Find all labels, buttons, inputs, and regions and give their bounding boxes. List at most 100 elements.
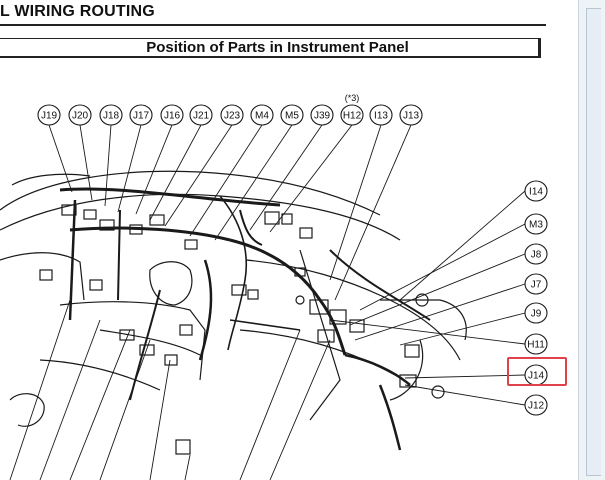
connector-bubble — [524, 180, 548, 202]
connector-bubble — [68, 104, 92, 126]
leader-line — [189, 124, 263, 237]
connector-bubble — [160, 104, 184, 126]
connector-bubble — [524, 302, 548, 324]
connector-label: J39 — [314, 111, 331, 122]
connector-bubble — [524, 333, 548, 355]
connector-label: J21 — [193, 111, 210, 122]
leader-line — [135, 124, 173, 215]
leader-line — [249, 124, 323, 231]
connector-i14[interactable]: I14 — [524, 180, 548, 202]
leader-line — [269, 339, 331, 480]
connector-bubble — [399, 104, 423, 126]
leader-line — [149, 124, 202, 221]
connector-h12[interactable]: H12 — [340, 104, 364, 126]
connector-bubble — [524, 213, 548, 235]
section-header-box: Position of Parts in Instrument Panel — [0, 38, 541, 58]
section-title: Position of Parts in Instrument Panel — [146, 39, 409, 56]
connector-label: J13 — [403, 111, 420, 122]
connector-bubble — [280, 104, 304, 126]
manual-page: L WIRING ROUTING Position of Parts in In… — [0, 3, 567, 480]
connector-j39[interactable]: J39 — [310, 104, 334, 126]
leader-line — [359, 223, 526, 311]
leader-line — [99, 339, 151, 480]
connector-bubble — [524, 273, 548, 295]
leader-line — [329, 124, 382, 281]
connector-callouts: J19 J20 J18 J17 J16 J21 J23 M4 M5 J39 H12 I13 J13I14… — [37, 104, 548, 416]
connector-label: J20 — [72, 111, 89, 122]
connector-bubble — [524, 243, 548, 265]
leader-line — [39, 319, 101, 480]
leader-line — [164, 124, 233, 227]
leader-line — [399, 312, 526, 346]
leader-line — [104, 124, 112, 207]
connector-label: I14 — [529, 187, 543, 198]
connector-j9[interactable]: J9 — [524, 302, 548, 324]
page-title: L WIRING ROUTING — [0, 3, 155, 20]
connector-label: J23 — [224, 111, 241, 122]
connector-bubble — [310, 104, 334, 126]
connector-bubble — [524, 394, 548, 416]
connector-label: M3 — [529, 220, 543, 231]
highlight-box — [507, 357, 567, 386]
connector-label: J9 — [531, 309, 542, 320]
leader-line — [354, 283, 526, 341]
leader-line — [239, 329, 301, 480]
note-label: (*3) — [345, 93, 360, 103]
connector-label: J8 — [531, 250, 542, 261]
connector-label: H11 — [527, 340, 545, 351]
connector-label: J14 — [528, 371, 545, 382]
connector-m3[interactable]: M3 — [524, 213, 548, 235]
connector-j13[interactable]: J13 — [399, 104, 423, 126]
connector-j23[interactable]: J23 — [220, 104, 244, 126]
connector-j21[interactable]: J21 — [189, 104, 213, 126]
connector-j19[interactable]: J19 — [37, 104, 61, 126]
connector-bubble — [37, 104, 61, 126]
wiring-diagram: J19 J20 J18 J17 J16 J21 J23 M4 M5 J39 H12 I13 J13I14… — [0, 93, 567, 480]
leader-line — [349, 253, 526, 326]
leader-line — [399, 190, 526, 301]
connector-j14[interactable]: J14 — [524, 364, 548, 386]
leader-line — [79, 124, 93, 201]
connector-label: J18 — [103, 111, 120, 122]
connector-label: J12 — [528, 401, 545, 412]
instrument-panel-drawing — [0, 170, 467, 455]
connector-label: M4 — [255, 111, 269, 122]
connector-i13[interactable]: I13 — [369, 104, 393, 126]
leader-line — [269, 124, 353, 233]
connector-m5[interactable]: M5 — [280, 104, 304, 126]
leader-line — [404, 374, 526, 379]
connector-label: I13 — [374, 111, 388, 122]
leader-line — [9, 299, 71, 480]
connector-j12[interactable]: J12 — [524, 394, 548, 416]
leader-line — [404, 384, 526, 406]
connector-label: J17 — [133, 111, 150, 122]
leader-line — [69, 329, 131, 480]
connector-bubble — [189, 104, 213, 126]
connector-j16[interactable]: J16 — [160, 104, 184, 126]
side-panel[interactable] — [578, 0, 605, 480]
connector-bubble — [369, 104, 393, 126]
connector-label: J7 — [531, 280, 542, 291]
leader-line — [184, 454, 191, 480]
connector-m4[interactable]: M4 — [250, 104, 274, 126]
connector-j18[interactable]: J18 — [99, 104, 123, 126]
leader-line — [214, 124, 293, 241]
leader-line — [48, 124, 73, 193]
leader-line — [149, 359, 171, 480]
title-underline — [0, 24, 546, 26]
connector-j20[interactable]: J20 — [68, 104, 92, 126]
connector-bubble — [220, 104, 244, 126]
leader-line — [117, 124, 142, 213]
connector-label: J19 — [41, 111, 58, 122]
connector-j7[interactable]: J7 — [524, 273, 548, 295]
connector-bubble — [99, 104, 123, 126]
leader-line — [329, 319, 526, 345]
connector-j17[interactable]: J17 — [129, 104, 153, 126]
connector-bubble — [250, 104, 274, 126]
connector-bubble — [129, 104, 153, 126]
connector-j8[interactable]: J8 — [524, 243, 548, 265]
connector-label: M5 — [285, 111, 299, 122]
connector-h11[interactable]: H11 — [524, 333, 548, 355]
leader-line — [334, 124, 412, 301]
connector-bubble — [340, 104, 364, 126]
